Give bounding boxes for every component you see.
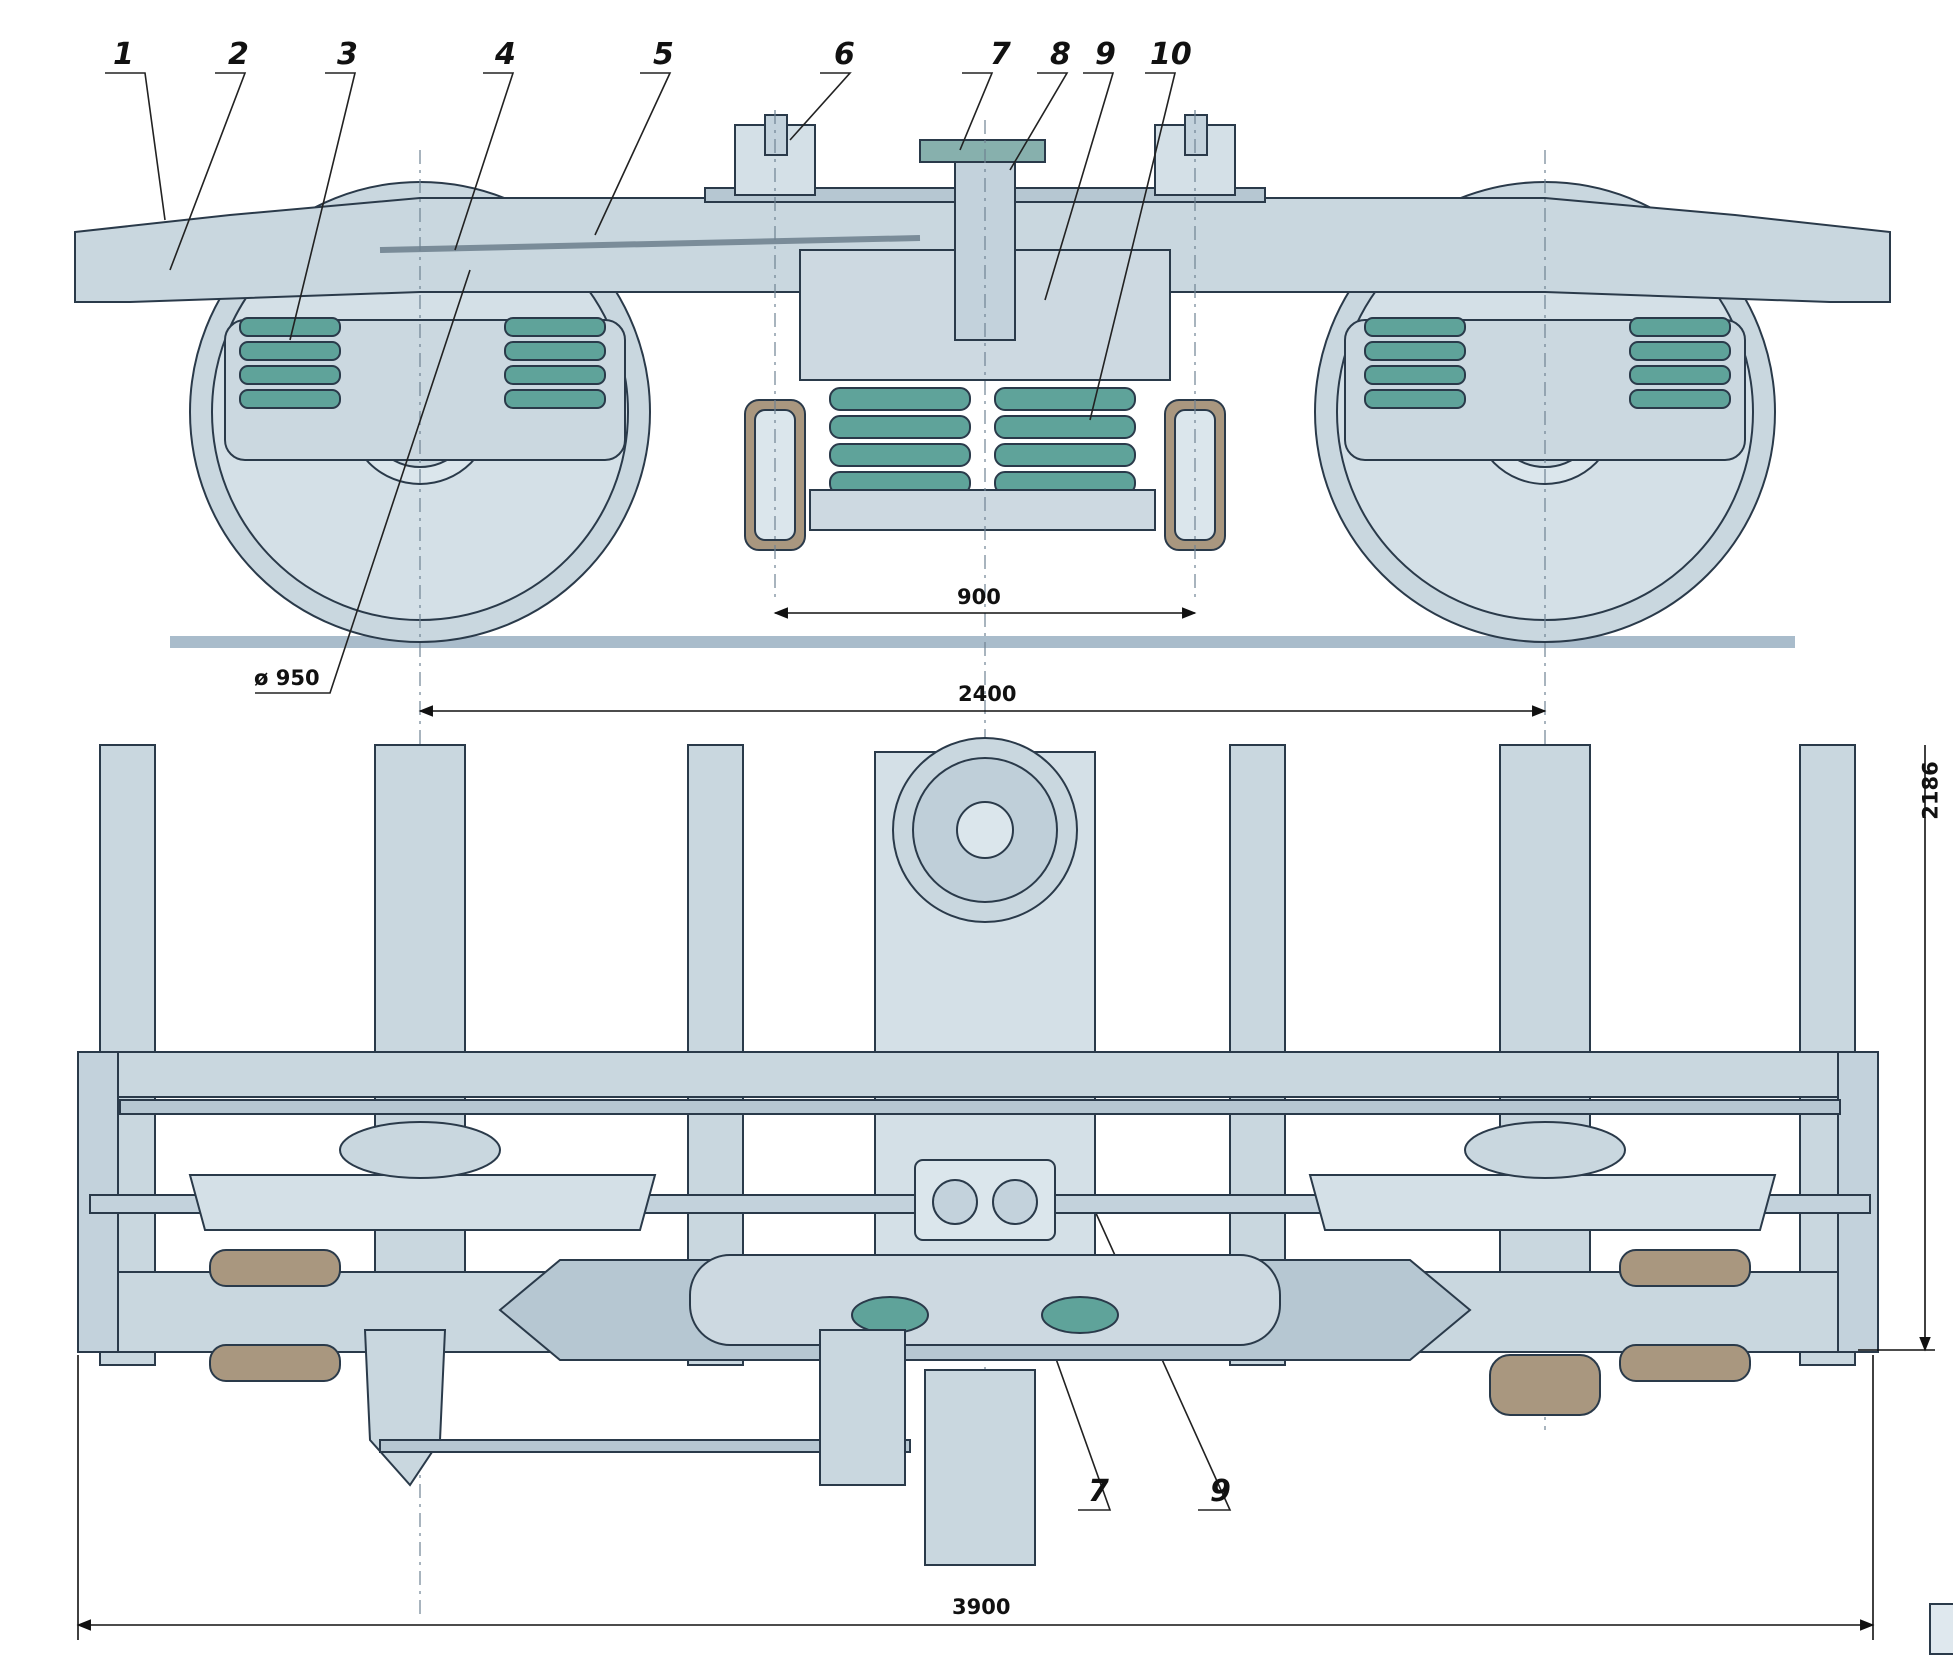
callout-3: 3 — [337, 37, 358, 72]
rail — [170, 636, 1795, 648]
corner-frame-mark — [1929, 1603, 1953, 1655]
pull-rod — [379, 1439, 911, 1453]
side-elevation — [74, 110, 1891, 1620]
dim-wheel-diameter: ø 950 — [254, 666, 320, 690]
dim-wheelbase: 2400 — [958, 682, 1017, 706]
callout-2: 2 — [228, 37, 249, 72]
left-axle-end — [363, 1329, 447, 1487]
lower-bracket — [819, 1329, 906, 1486]
right-wheel-plan — [1308, 1174, 1777, 1231]
callout-5: 5 — [653, 37, 674, 72]
spring-plank — [809, 489, 1156, 531]
callout-7: 7 — [990, 37, 1011, 72]
brake-link-left-lower — [209, 1344, 341, 1382]
center-casting — [689, 1254, 1281, 1346]
dim-overall-length: 3900 — [952, 1595, 1011, 1619]
callout-7-plan: 7 — [1088, 1474, 1109, 1509]
callout-9-plan: 9 — [1210, 1474, 1231, 1509]
brake-link-left — [209, 1249, 341, 1287]
dimension-lines — [76, 607, 1935, 1640]
left-axlebox-springs — [239, 317, 606, 409]
brake-link-right-lower — [1619, 1344, 1751, 1382]
brake-beam-upper — [119, 1099, 1841, 1115]
dim-spring-base: 900 — [957, 585, 1001, 609]
drawbar-housing — [924, 1369, 1036, 1566]
callout-9: 9 — [1095, 37, 1116, 72]
callout-8: 8 — [1050, 37, 1071, 72]
brake-link-right — [1619, 1249, 1751, 1287]
callout-1: 1 — [113, 37, 134, 72]
brake-rod — [379, 235, 921, 253]
left-wheel-plan — [188, 1174, 657, 1231]
right-axlebox-springs — [1364, 317, 1731, 409]
plan-view — [77, 737, 1879, 1566]
callout-4: 4 — [495, 37, 516, 72]
callout-6: 6 — [834, 37, 855, 72]
dim-overall-width: 2186 — [1918, 761, 1943, 820]
frame-top-longitudinal — [77, 1051, 1874, 1098]
callout-10: 10 — [1150, 37, 1192, 72]
central-springs — [829, 387, 1136, 495]
center-plate — [919, 139, 1046, 163]
right-axlebox-plan — [1489, 1354, 1601, 1416]
